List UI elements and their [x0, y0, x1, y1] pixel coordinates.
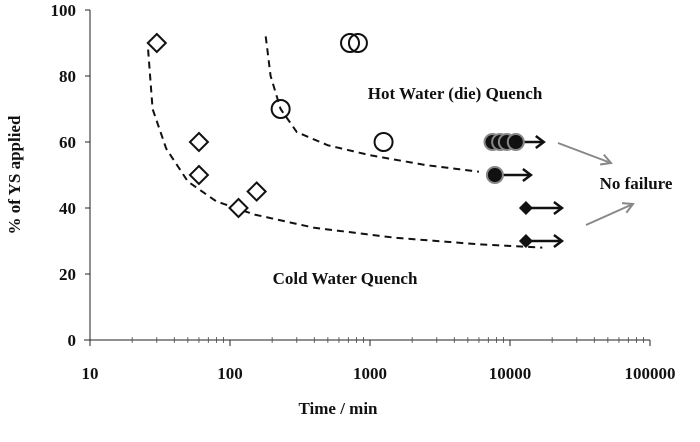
trend-line	[147, 49, 543, 249]
open-diamond-point	[246, 181, 268, 202]
annotation-pointer-arrowhead	[621, 202, 635, 214]
y-tick-label: 20	[59, 265, 76, 284]
x-axis-label: Time / min	[298, 399, 378, 418]
no-failure-arrowhead	[535, 135, 546, 149]
annotation-pointer-arrow	[557, 142, 612, 164]
open-diamond-point	[228, 197, 249, 219]
filled-diamond-point	[518, 234, 533, 248]
y-axis-label: % of YS applied	[5, 115, 24, 234]
open-circle-point	[270, 99, 291, 119]
no-failure-arrowhead	[522, 168, 533, 182]
y-tick-label: 40	[59, 199, 76, 218]
x-tick-label: 100000	[625, 364, 676, 383]
x-tick-label: 1000	[353, 364, 387, 383]
no-failure-arrowhead	[553, 201, 565, 215]
filled-circle-point	[506, 133, 525, 151]
x-tick-label: 10	[82, 364, 99, 383]
no-failure-arrowhead	[553, 234, 565, 248]
annotation-pointer-arrow	[585, 203, 634, 226]
trend-line	[264, 36, 480, 173]
filled-diamond-point	[518, 201, 533, 215]
y-tick-label: 80	[59, 67, 76, 86]
x-tick-label: 100	[217, 364, 243, 383]
open-circle-point	[340, 33, 361, 53]
annotation-pointer-arrowhead	[599, 154, 613, 166]
open-circle-point	[347, 33, 368, 53]
y-tick-label: 60	[59, 133, 76, 152]
y-tick-label: 100	[51, 1, 77, 20]
x-tick-label: 10000	[489, 364, 532, 383]
annotation-hot-water-quench: Hot Water (die) Quench	[368, 84, 543, 103]
annotation-cold-water-quench: Cold Water Quench	[273, 269, 418, 288]
annotation-no-failure: No failure	[600, 174, 673, 193]
open-diamond-point	[188, 131, 210, 153]
open-diamond-point	[188, 164, 210, 186]
data-marks	[146, 32, 635, 249]
axes: 0 20 40 60 80 100 10 100 1000 10000 100000	[51, 1, 676, 383]
open-circle-point	[373, 132, 394, 152]
y-tick-label: 0	[68, 331, 77, 350]
open-diamond-point	[146, 32, 168, 54]
filled-circle-point	[485, 166, 504, 184]
